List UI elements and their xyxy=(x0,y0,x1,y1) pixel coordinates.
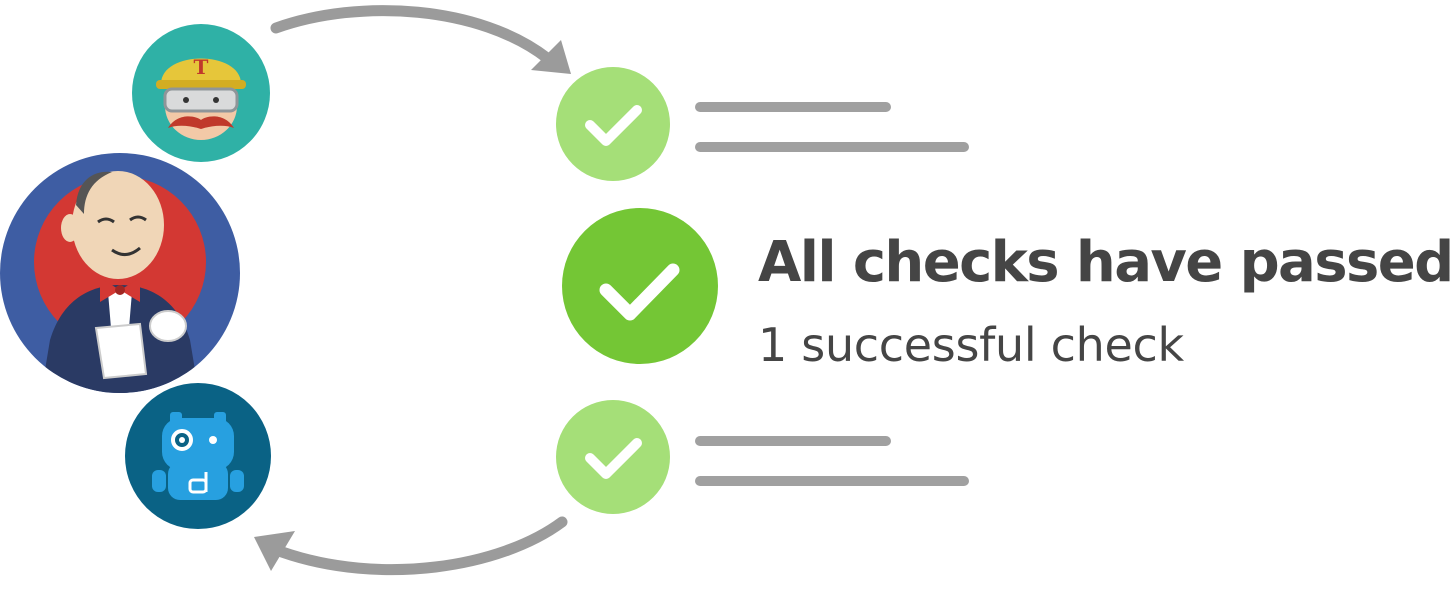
check-icon-small-top xyxy=(556,67,670,181)
arrow-top xyxy=(270,5,571,74)
check-row-bottom xyxy=(556,400,969,514)
svg-text:T: T xyxy=(194,55,209,79)
travis-ci-icon: T xyxy=(132,24,270,162)
status-headline: All checks have passed xyxy=(758,230,1452,295)
arrow-bottom xyxy=(254,516,568,576)
check-row-top xyxy=(556,67,969,181)
check-icon-main xyxy=(562,208,718,364)
jenkins-icon xyxy=(0,153,240,393)
status-summary: 1 successful check xyxy=(758,318,1184,372)
check-icon-small-bottom xyxy=(556,400,670,514)
dependabot-icon xyxy=(125,383,271,529)
